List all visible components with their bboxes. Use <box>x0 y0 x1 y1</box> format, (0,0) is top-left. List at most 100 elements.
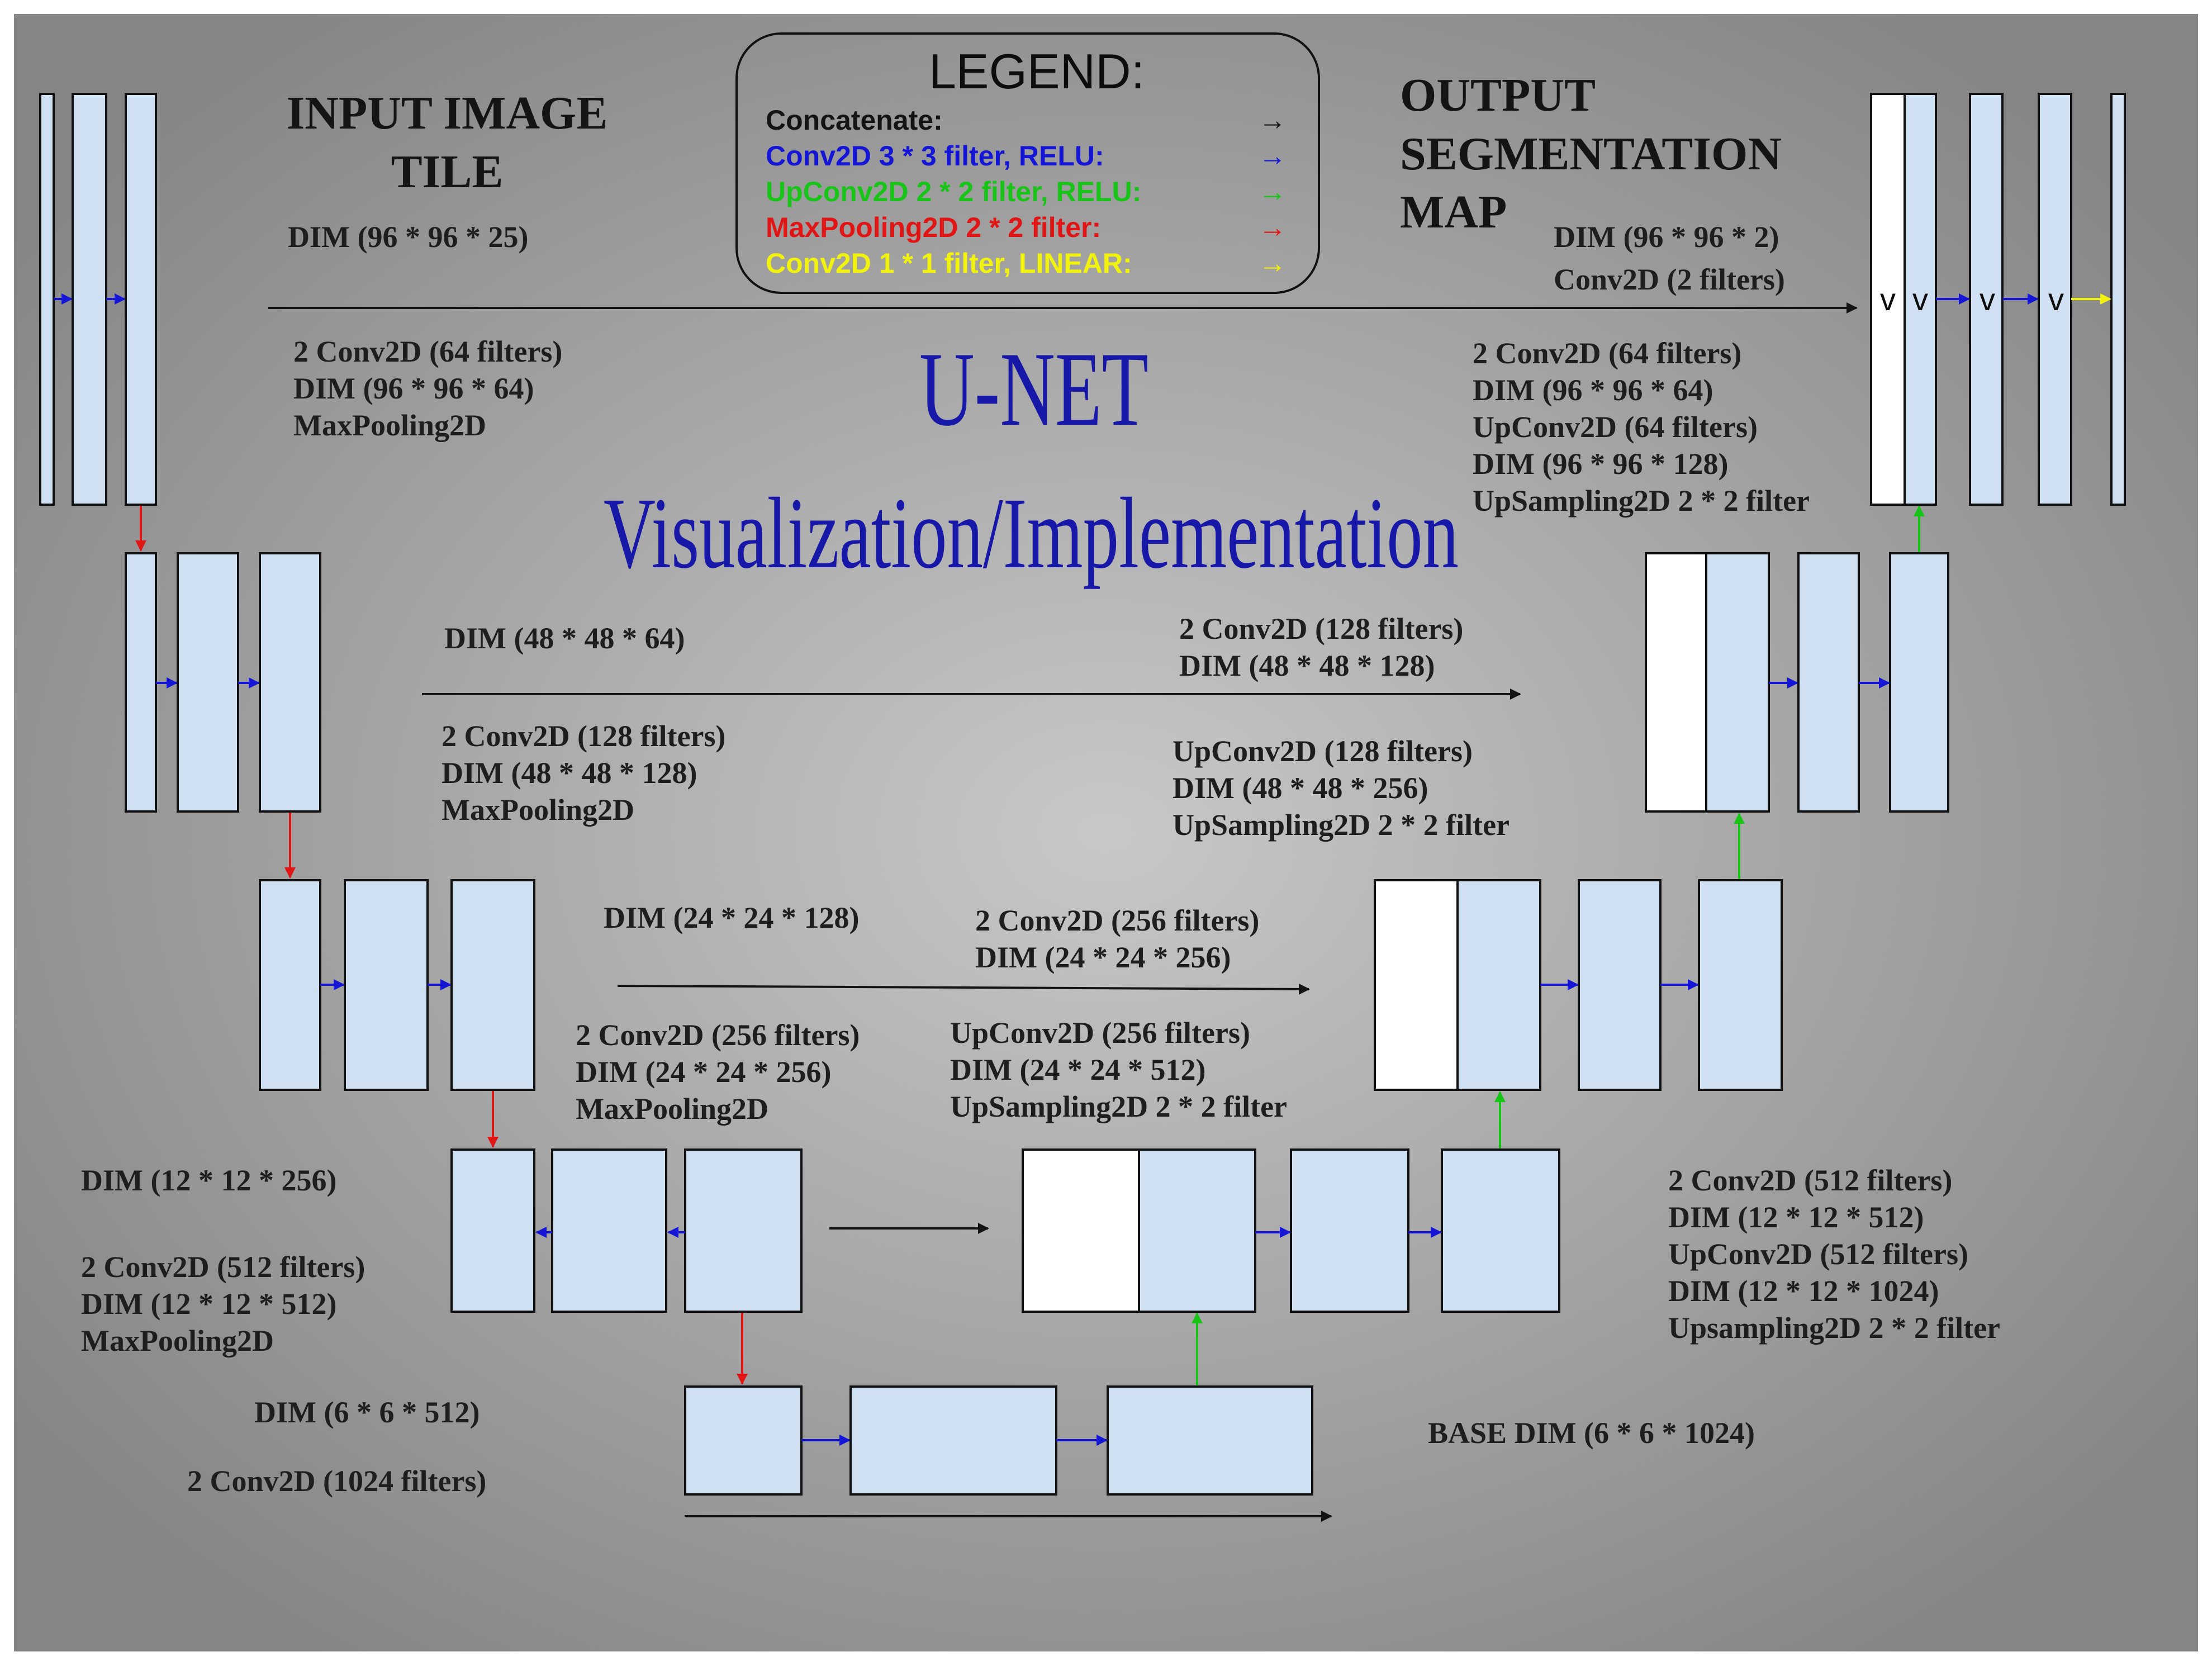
output-dim: DIM (96 * 96 * 2) <box>1554 220 1779 254</box>
dec1-block-conv2 <box>2038 93 2072 506</box>
enc1-block-conv2 <box>125 93 157 506</box>
label: DIM (96 * 96 * 64) <box>293 372 534 405</box>
diagram-background <box>14 14 2198 1651</box>
label: UpSampling2D 2 * 2 filter <box>950 1090 1287 1123</box>
input-heading: TILE <box>391 146 504 198</box>
output-heading: MAP <box>1400 186 1507 238</box>
decoder-level-4-blocks <box>1022 1148 1560 1313</box>
enc4-block-conv2 <box>684 1148 803 1313</box>
enc3-block-conv1 <box>344 879 429 1091</box>
label: DIM (24 * 24 * 256) <box>975 941 1231 974</box>
legend-item-arrow: → <box>1259 176 1287 207</box>
label: DIM (96 * 96 * 128) <box>1473 447 1728 481</box>
encoder-level-2-labels: DIM (48 * 48 * 64) 2 Conv2D (128 filters… <box>442 621 725 827</box>
encoder-level-2-blocks <box>125 552 321 813</box>
label: UpConv2D (128 filters) <box>1173 734 1473 768</box>
encoder-level-4-labels: DIM (12 * 12 * 256) 2 Conv2D (512 filter… <box>81 1164 365 1358</box>
label: 2 Conv2D (256 filters) <box>576 1018 860 1052</box>
label: 2 Conv2D (512 filters) <box>81 1250 365 1284</box>
skip-arrow-3 <box>617 983 1310 995</box>
output-heading: SEGMENTATION <box>1400 128 1782 180</box>
dec4-block-up <box>1138 1148 1256 1313</box>
label: MaxPooling2D <box>293 409 486 442</box>
label: UpConv2D (64 filters) <box>1473 410 1758 444</box>
input-block <box>39 93 55 506</box>
label: 2 Conv2D (64 filters) <box>1473 336 1741 370</box>
label: DIM (48 * 48 * 256) <box>1173 771 1428 805</box>
output-heading: OUTPUT <box>1400 69 1596 121</box>
enc3-block-conv2 <box>450 879 535 1091</box>
base-block-conv2 <box>1107 1385 1313 1496</box>
label: 2 Conv2D (256 filters) <box>975 904 1259 937</box>
block-mark: v <box>2048 282 2064 317</box>
base-block-pool <box>684 1385 803 1496</box>
legend-box <box>735 32 1320 294</box>
label: DIM (24 * 24 * 256) <box>576 1055 831 1089</box>
label: MaxPooling2D <box>442 793 634 827</box>
enc3-block-pool <box>259 879 321 1091</box>
dec3-block-conv1 <box>1578 879 1662 1091</box>
label: 2 Conv2D (512 filters) <box>1668 1164 1952 1197</box>
enc1-block-conv1 <box>72 93 107 506</box>
enc2-block-conv1 <box>177 552 239 813</box>
encoder-level-1-labels: 2 Conv2D (64 filters) DIM (96 * 96 * 64)… <box>293 335 562 442</box>
dec1-block-concat <box>1870 93 1906 506</box>
output-block <box>2110 93 2126 506</box>
label: BASE DIM (6 * 6 * 1024) <box>1428 1416 1755 1450</box>
decoder-level-2-labels: 2 Conv2D (128 filters) DIM (48 * 48 * 12… <box>1173 612 1510 842</box>
block-mark: v <box>1880 282 1896 317</box>
enc2-block-conv2 <box>259 552 321 813</box>
label: DIM (12 * 12 * 512) <box>81 1287 336 1321</box>
legend-item-label: Conv2D 1 * 1 filter, LINEAR: <box>766 248 1132 279</box>
legend: LEGEND: Concatenate: → Conv2D 3 * 3 filt… <box>735 32 1320 294</box>
block-mark: v <box>1980 282 1995 317</box>
label: DIM (6 * 6 * 512) <box>254 1396 480 1429</box>
label: DIM (48 * 48 * 128) <box>442 756 697 790</box>
label: UpSampling2D 2 * 2 filter <box>1473 484 1810 518</box>
label: 2 Conv2D (128 filters) <box>442 719 725 753</box>
encoder-level-3-labels: DIM (24 * 24 * 128) 2 Conv2D (256 filter… <box>576 901 860 1126</box>
label: Upsampling2D 2 * 2 filter <box>1668 1311 2000 1345</box>
dec1-block-conv1 <box>1969 93 2004 506</box>
base-labels: DIM (6 * 6 * 512) 2 Conv2D (1024 filters… <box>187 1396 1755 1498</box>
decoder-level-3-blocks <box>1374 879 1783 1091</box>
diagram-subtitle: Visualization/Implementation <box>604 477 1459 590</box>
dec3-block-conv2 <box>1698 879 1783 1091</box>
legend-item-arrow: → <box>1259 105 1287 136</box>
label: 2 Conv2D (1024 filters) <box>187 1464 486 1498</box>
encoder-level-4-blocks <box>450 1148 803 1313</box>
legend-item-label: UpConv2D 2 * 2 filter, RELU: <box>766 176 1141 207</box>
label: DIM (24 * 24 * 128) <box>604 901 859 934</box>
decoder-level-1-labels: 2 Conv2D (64 filters) DIM (96 * 96 * 64)… <box>1473 336 1810 518</box>
input-heading: INPUT IMAGE <box>287 87 608 139</box>
label: DIM (24 * 24 * 512) <box>950 1053 1205 1086</box>
enc2-block-pool <box>125 552 157 813</box>
label: MaxPooling2D <box>576 1092 768 1126</box>
base-block-conv1 <box>849 1385 1057 1496</box>
encoder-level-1-blocks <box>39 93 157 506</box>
legend-item-arrow: → <box>1259 140 1287 172</box>
dec2-block-conv1 <box>1797 552 1860 813</box>
encoder-level-3-blocks <box>259 879 535 1091</box>
dec2-block-up <box>1705 552 1770 813</box>
diagram-title: U-NET <box>919 331 1148 448</box>
decoder-level-3-labels: 2 Conv2D (256 filters) DIM (24 * 24 * 25… <box>950 904 1287 1123</box>
label: MaxPooling2D <box>81 1324 274 1358</box>
label: UpConv2D (256 filters) <box>950 1016 1250 1050</box>
label: DIM (48 * 48 * 64) <box>444 621 685 655</box>
legend-item-label: Conv2D 3 * 3 filter, RELU: <box>766 140 1104 172</box>
input-dim: DIM (96 * 96 * 25) <box>288 220 528 254</box>
dec2-block-conv2 <box>1889 552 1949 813</box>
label: DIM (12 * 12 * 1024) <box>1668 1274 1939 1308</box>
decoder-level-1-blocks <box>1870 93 2126 506</box>
label: DIM (96 * 96 * 64) <box>1473 373 1713 407</box>
enc4-block-conv1 <box>551 1148 667 1313</box>
dec4-block-conv2 <box>1441 1148 1560 1313</box>
decoder-level-4-labels: 2 Conv2D (512 filters) DIM (12 * 12 * 51… <box>1668 1164 2000 1345</box>
legend-item-arrow: → <box>1259 248 1287 279</box>
label: 2 Conv2D (128 filters) <box>1179 612 1463 645</box>
dec4-block-conv1 <box>1290 1148 1409 1313</box>
legend-item-arrow: → <box>1259 212 1287 243</box>
enc4-block-pool <box>450 1148 535 1313</box>
